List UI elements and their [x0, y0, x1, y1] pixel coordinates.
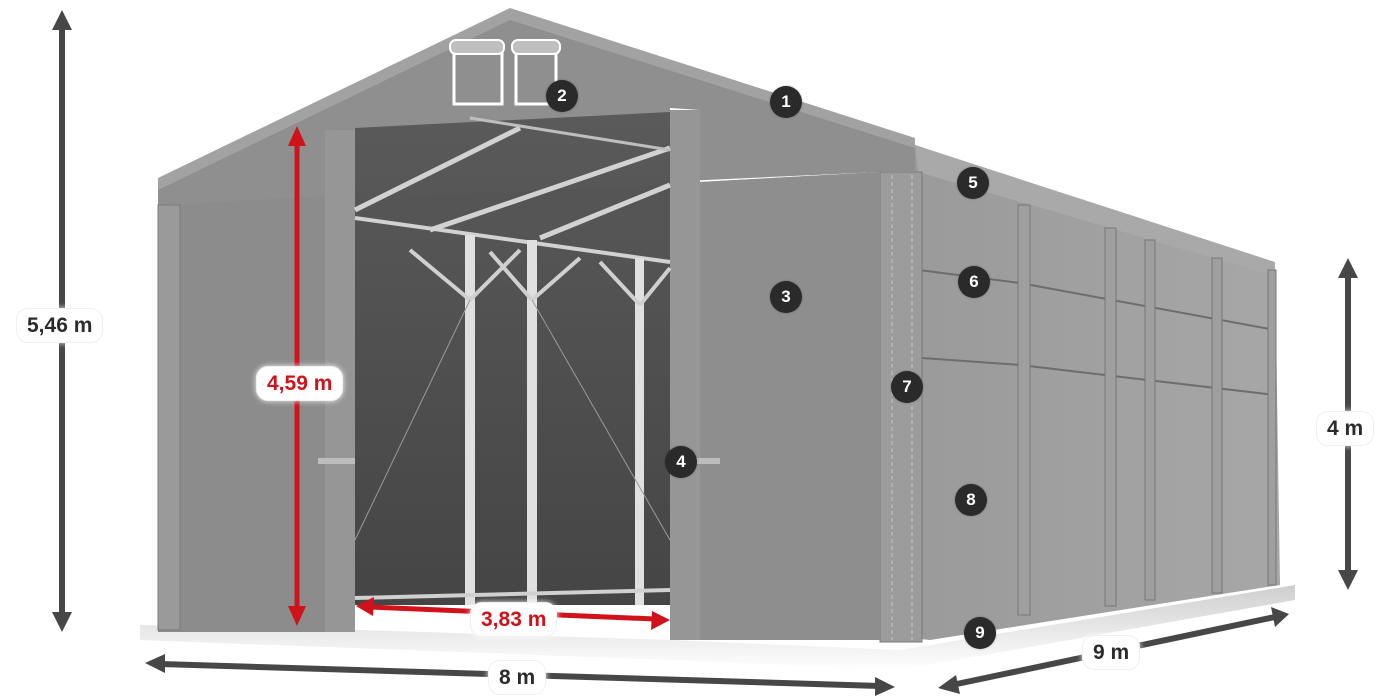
marker-eave: 5 [957, 167, 989, 199]
marker-roof: 1 [770, 86, 802, 118]
marker-front-wall: 3 [770, 281, 802, 313]
gable-windows [449, 39, 561, 106]
dimension-total-height: 5,46 m [16, 308, 104, 343]
marker-gable-windows: 2 [546, 80, 578, 112]
dimension-side-wall-height: 4 m [1316, 411, 1375, 446]
dimension-width: 8 m [488, 660, 547, 695]
marker-corner-pole: 7 [891, 371, 923, 403]
front-gable [157, 8, 915, 640]
marker-side-panel: 8 [955, 484, 987, 516]
dimension-door-height: 4,59 m [256, 366, 344, 401]
door-opening-interior [353, 112, 672, 605]
marker-door-strap: 4 [665, 446, 697, 478]
floor-shadow [140, 585, 1295, 670]
dimension-length: 9 m [1082, 635, 1141, 670]
dimension-door-width: 3,83 m [470, 602, 558, 637]
marker-ground-skirt: 9 [964, 617, 996, 649]
side-wall [879, 145, 1280, 643]
marker-window-band: 6 [958, 266, 990, 298]
